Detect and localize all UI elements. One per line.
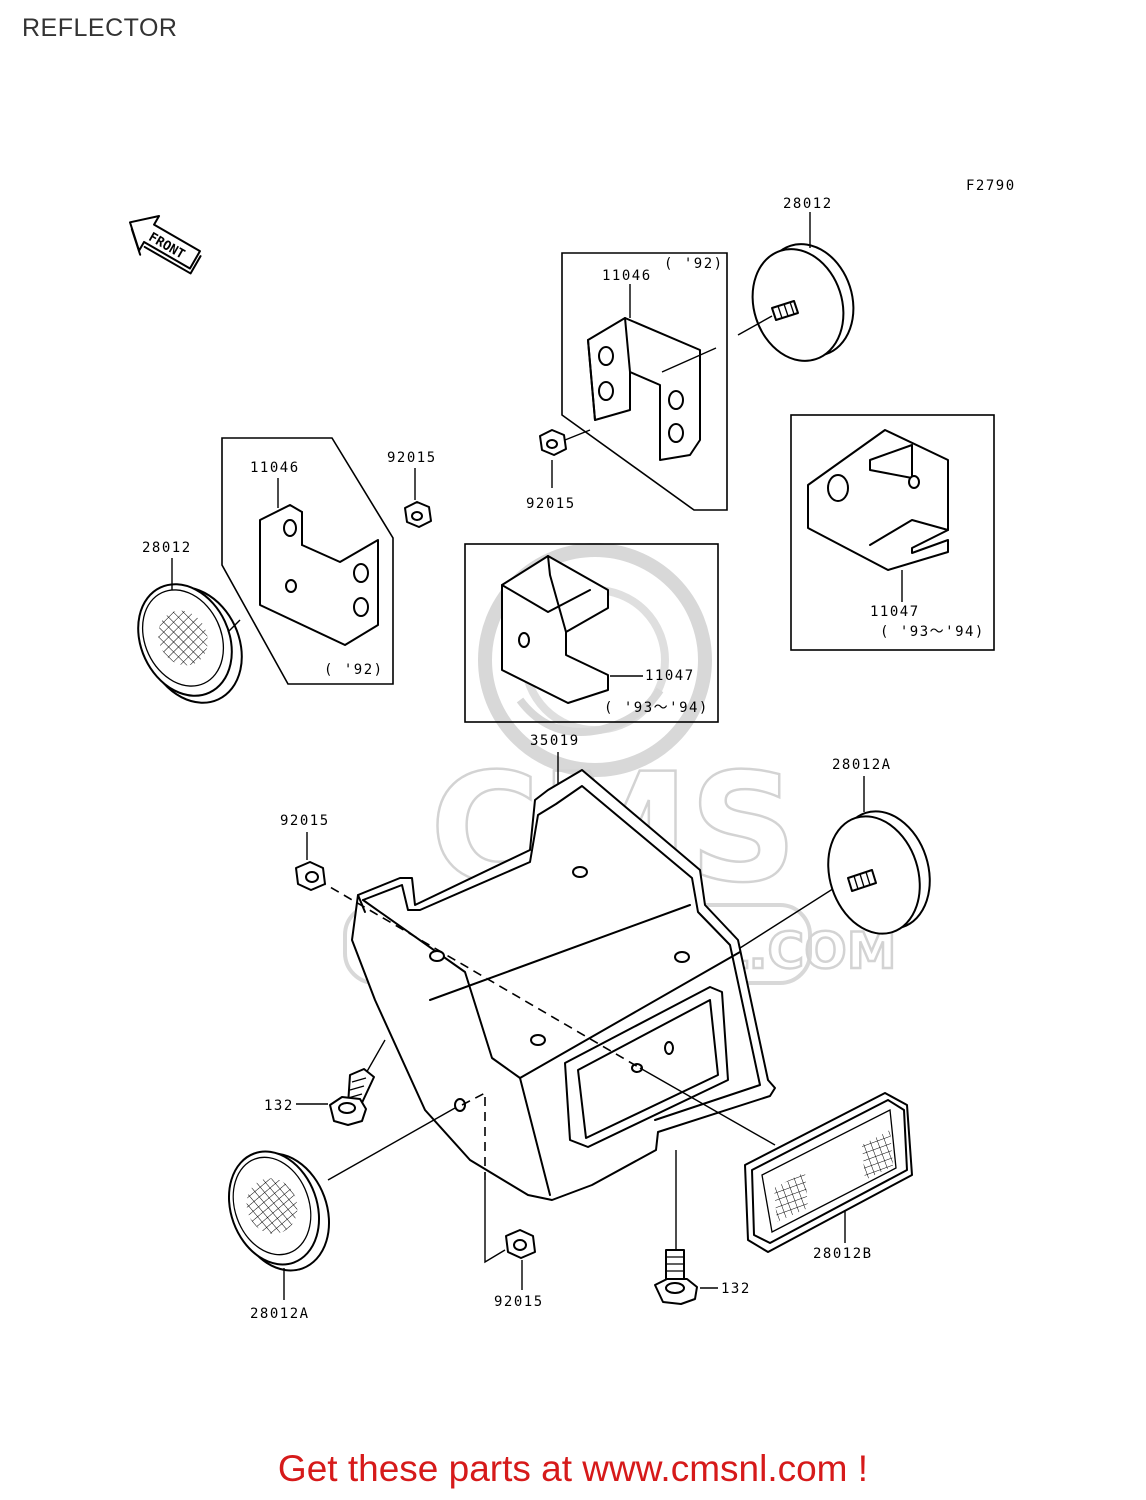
label-year-left: ( '92) [324,662,384,678]
label-bracket-right: 11047 [870,604,920,620]
label-reflector-left: 28012 [142,540,192,556]
nut-92015-main [295,861,326,891]
label-bracket-main: 35019 [530,733,580,749]
label-nut-bottom: 92015 [494,1294,544,1310]
page-title: REFLECTOR [22,14,178,42]
reflector-28012a-right [827,810,931,935]
label-reflector-top-right: 28012 [783,196,833,212]
box-11046-left [221,437,394,685]
reflector-28012-left [137,583,243,704]
bracket-11047-right [807,429,949,571]
nut-92015-left [404,501,432,528]
label-bracket-top-center: 11046 [602,268,652,284]
bracket-11047-center [501,555,609,704]
label-nut-left: 92015 [387,450,437,466]
figure-code: F2790 [966,178,1016,194]
label-year-top-center: ( '92) [664,256,724,272]
bracket-35019 [351,769,776,1201]
reflector-28012-top [751,243,855,362]
label-bolt-left: 132 [264,1098,294,1114]
reflector-28012b-rear [744,1092,913,1253]
footer-cta-link[interactable]: Get these parts at www.cmsnl.com ! [277,1448,869,1489]
bracket-11046-top [587,317,717,461]
label-bolt-bottom: 132 [721,1281,751,1297]
reflector-28012a-left [227,1150,331,1272]
label-reflector-right-a: 28012A [832,757,892,773]
box-11047-center [464,543,719,723]
nut-92015-top [539,429,567,456]
box-11046-top [561,252,728,511]
label-year-right: ( '93～'94) [880,624,985,640]
label-year-center: ( '93～'94) [604,700,709,716]
label-reflector-left-a: 28012A [250,1306,310,1322]
bolt-132-left [329,1068,375,1126]
label-reflector-rear-b: 28012B [813,1246,873,1262]
label-nut-main: 92015 [280,813,330,829]
bolt-132-bottom [654,1249,698,1305]
box-11047-right [790,414,995,651]
bracket-11046-left [259,504,379,646]
nut-92015-bottom [505,1229,536,1259]
parts-diagram: CMS WWW.CMSNL.COM F2790 FRONT 28012 1104… [129,178,1016,1322]
label-bracket-center: 11047 [645,668,695,684]
front-arrow-icon: FRONT [129,215,202,275]
label-nut-top-center: 92015 [526,496,576,512]
label-bracket-left: 11046 [250,460,300,476]
